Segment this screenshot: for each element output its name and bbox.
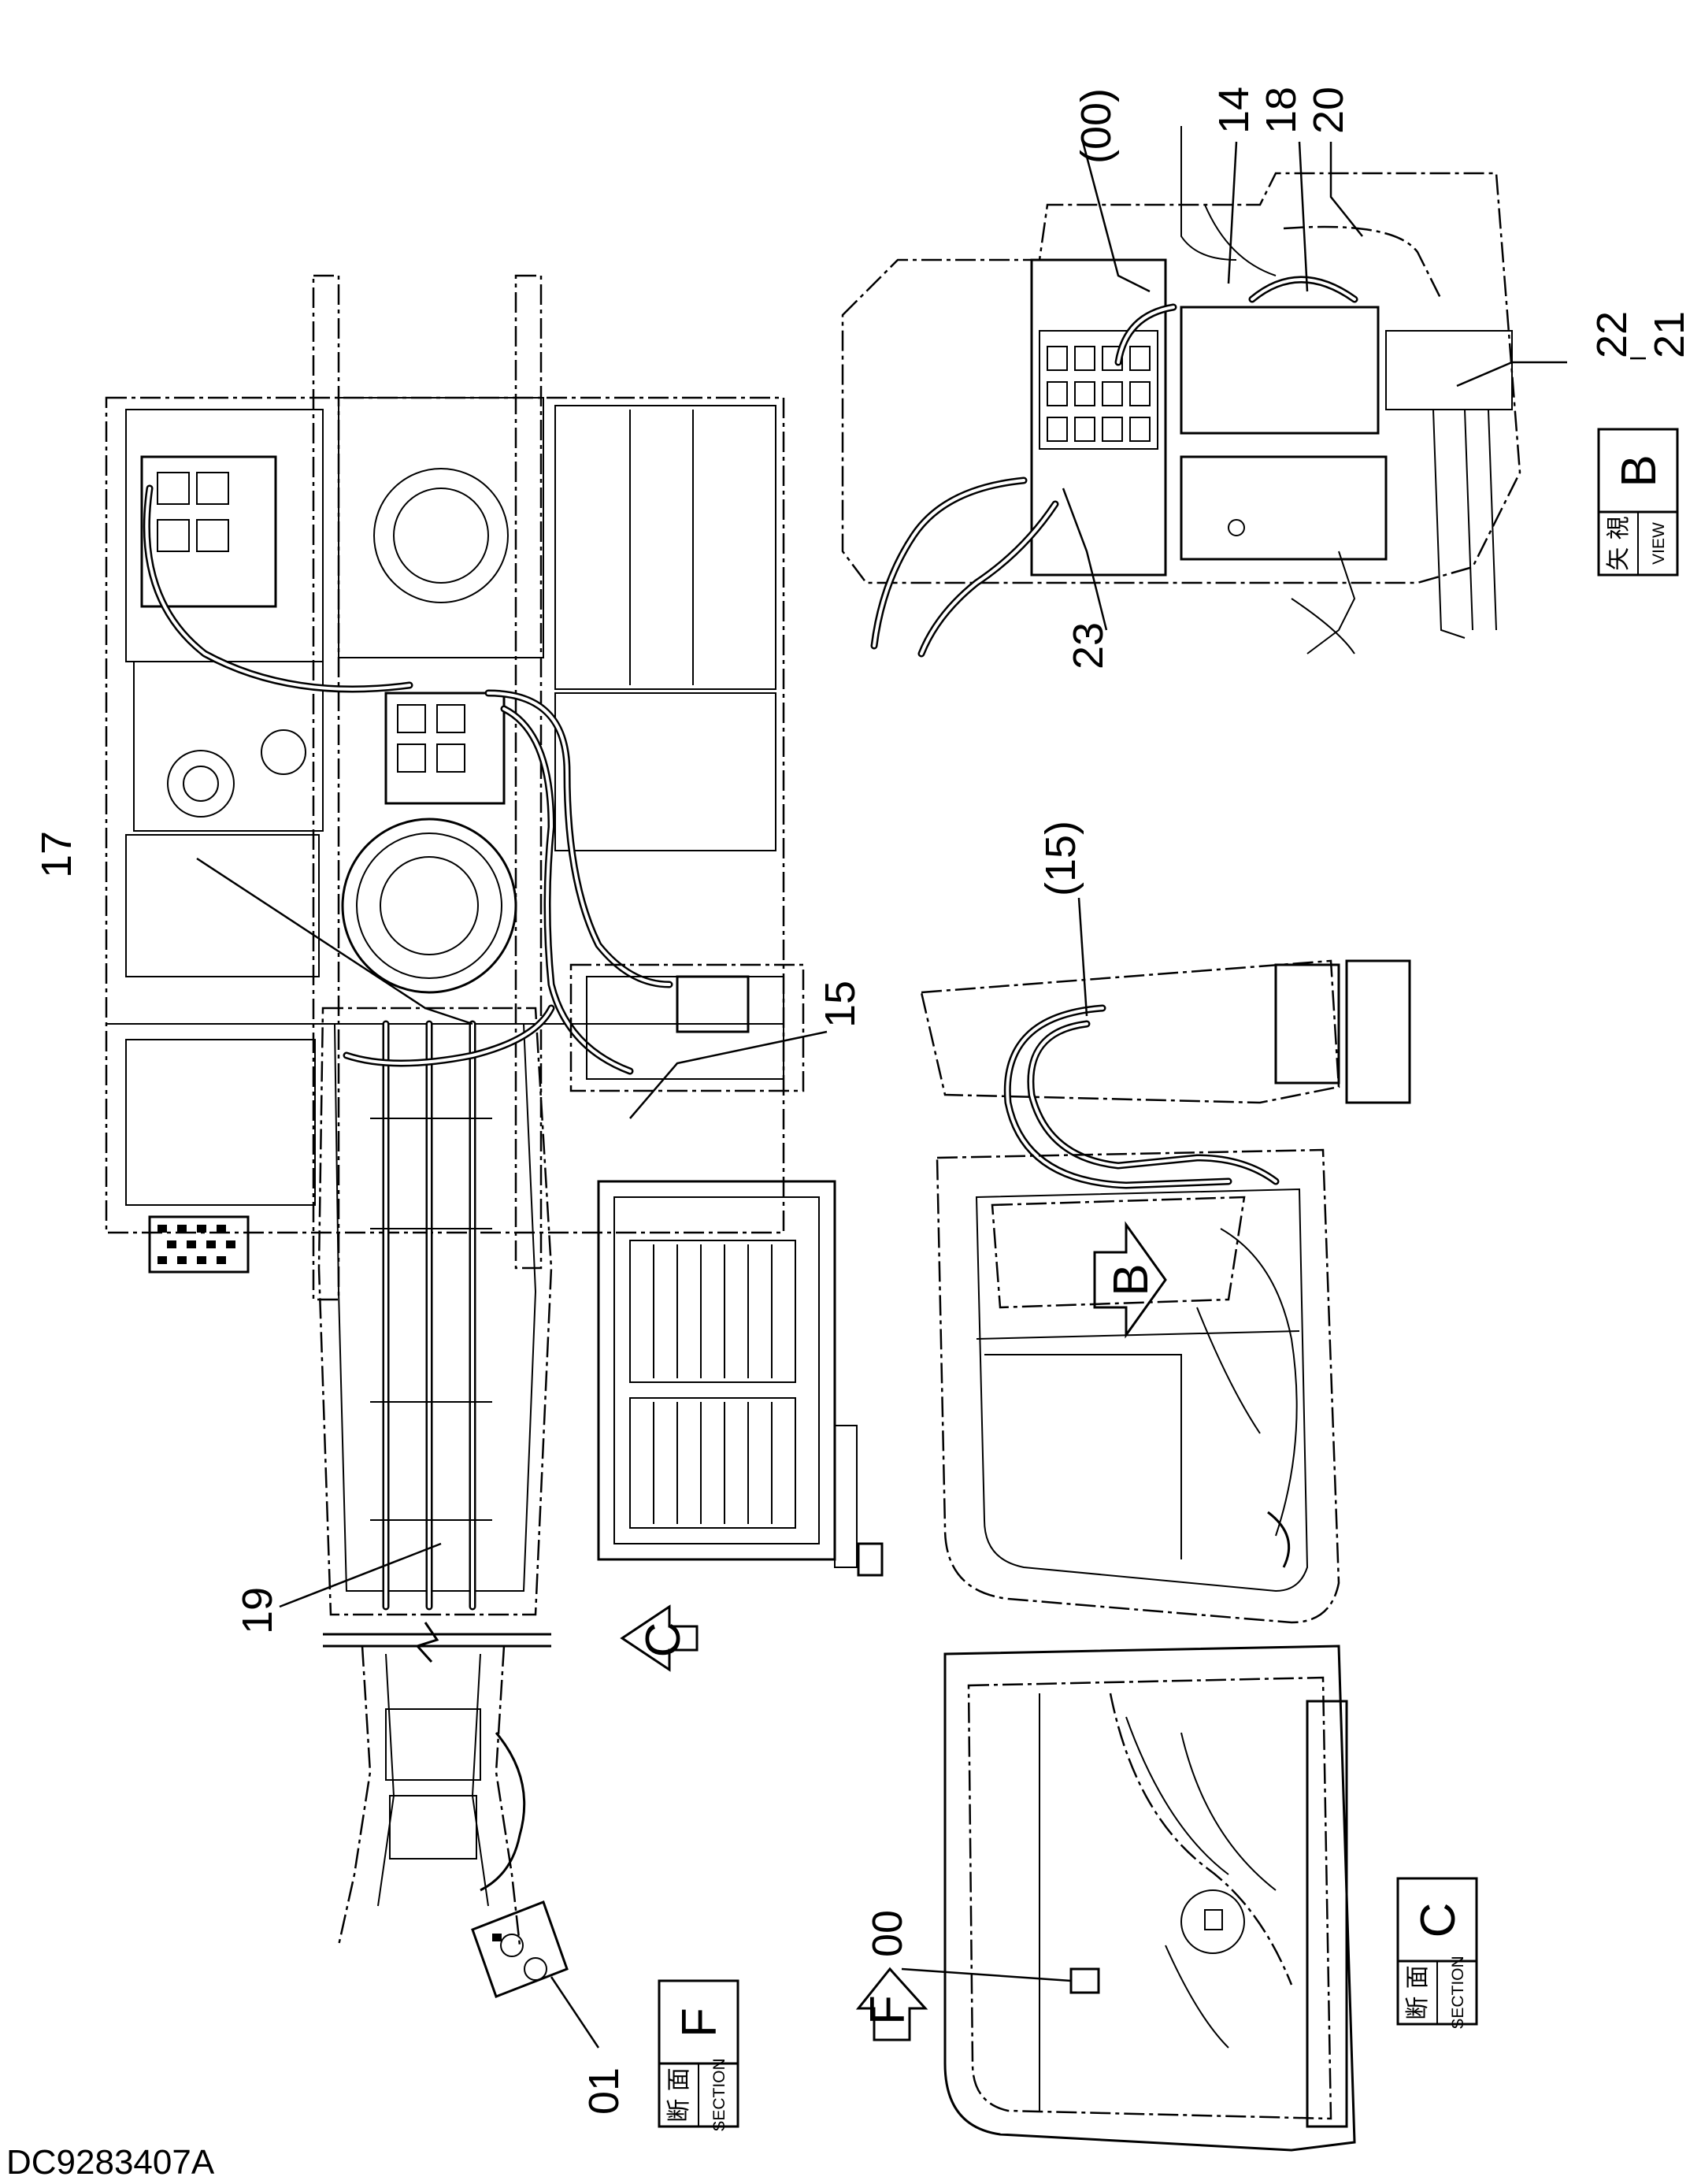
part-01-component [471, 1900, 600, 2049]
view-b-kanji: 矢 視 [1605, 516, 1632, 571]
document-code: DC9283407A [6, 2143, 215, 2182]
label-21: 21 [1646, 311, 1693, 358]
label-15-ref: (15) [1037, 821, 1084, 896]
arrow-b-letter: B [1104, 1263, 1158, 1296]
label-00: 00 [864, 1910, 911, 1957]
section-c-title: 断 面 SECTION C [1396, 1877, 1478, 2030]
arrow-c: C [620, 1604, 699, 1672]
label-01: 01 [580, 2067, 628, 2115]
section-c-sub: SECTION [1449, 1956, 1467, 2029]
label-20: 20 [1305, 87, 1352, 134]
label-17: 17 [33, 831, 80, 878]
section-f-sub: SECTION [710, 2058, 728, 2131]
view-b-detail [841, 126, 1521, 658]
section-c-view [943, 1644, 1356, 2152]
label-23: 23 [1065, 622, 1112, 669]
section-f-kanji: 断 面 [665, 2067, 693, 2123]
section-f-title: 断 面 SECTION F [658, 1979, 739, 2132]
arrow-b: B [1093, 1221, 1167, 1339]
view-b-title: 矢 視 VIEW B [1597, 428, 1679, 577]
view-b-sub: VIEW [1650, 522, 1668, 565]
arrow-c-letter: C [636, 1622, 691, 1658]
part-labels: (00) 14 18 20 22 21 23 17 15 (15) 19 00 … [33, 87, 1693, 2115]
label-00-ref: (00) [1073, 88, 1120, 164]
arrow-f: F [855, 1967, 928, 2041]
section-c-letter: C [1411, 1903, 1466, 1938]
label-19: 19 [234, 1587, 281, 1634]
cab-side-view [920, 959, 1411, 1624]
leader-lines [196, 141, 1567, 1982]
label-22: 22 [1588, 311, 1636, 358]
section-c-kanji: 断 面 [1404, 1965, 1432, 2020]
arrow-f-letter: F [861, 1995, 915, 2025]
section-f-letter: F [673, 2008, 727, 2038]
view-b-letter: B [1612, 454, 1666, 487]
label-15: 15 [817, 981, 864, 1028]
main-frame-view [105, 274, 884, 1946]
label-18: 18 [1258, 87, 1305, 134]
label-14: 14 [1210, 87, 1258, 134]
